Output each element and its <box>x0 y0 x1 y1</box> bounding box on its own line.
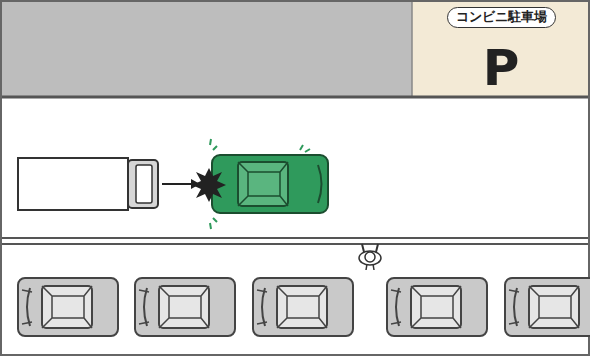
building-block <box>0 0 412 97</box>
road-edge <box>0 96 590 99</box>
node-text: P <box>483 43 520 93</box>
parking-label: コンビニ駐車場 <box>447 7 556 28</box>
pedestrian <box>359 244 381 270</box>
parking-area: P コンビニ駐車場 <box>412 0 590 97</box>
truck <box>18 158 158 210</box>
parking-ground <box>412 0 590 97</box>
node-text: コンビニ駐車場 <box>456 9 547 26</box>
green-car <box>210 139 328 229</box>
parked-cars <box>18 278 590 336</box>
sidewalk-line <box>0 237 590 239</box>
impact-burst <box>192 168 226 202</box>
